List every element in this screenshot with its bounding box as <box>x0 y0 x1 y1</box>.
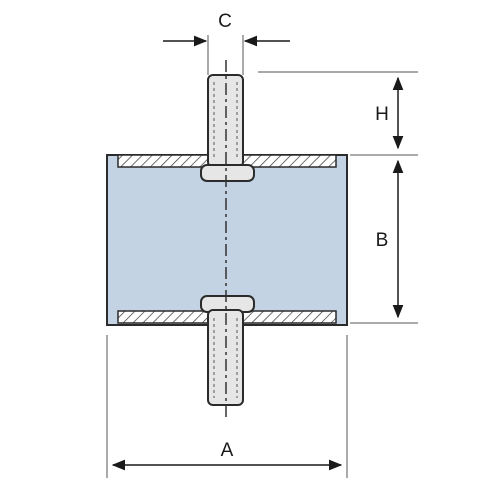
dimension-h: H <box>375 76 404 150</box>
dimension-b-label: B <box>376 230 389 251</box>
dimension-b: B <box>376 159 404 319</box>
top-threaded-stud <box>200 74 255 182</box>
extension-lines <box>106 35 418 478</box>
dimension-c-label: C <box>218 11 232 32</box>
dimension-a: A <box>111 440 343 471</box>
dimension-h-label: H <box>375 104 389 125</box>
bottom-threaded-stud <box>200 295 255 406</box>
dimension-c: C <box>163 11 290 47</box>
dimension-a-label: A <box>221 440 234 461</box>
